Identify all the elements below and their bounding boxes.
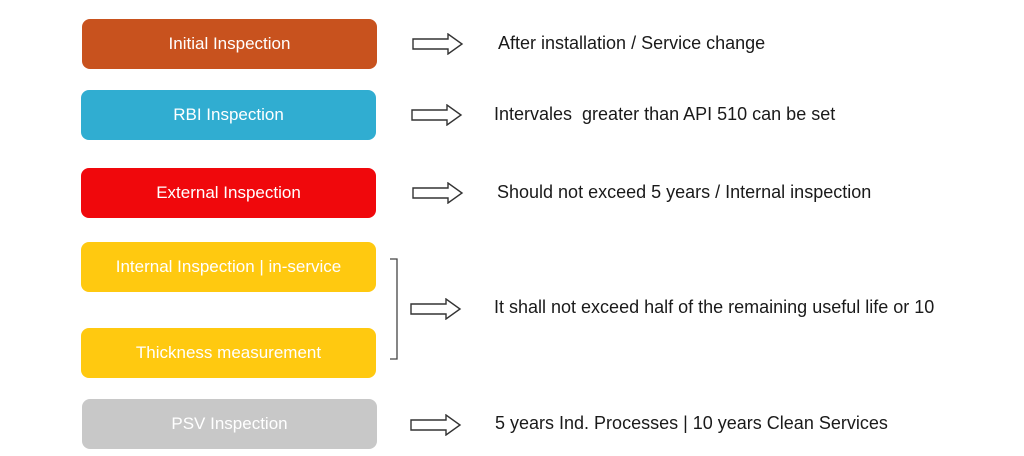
psv-inspection-description: 5 years Ind. Processes | 10 years Clean …	[495, 413, 888, 433]
arrow-right-icon	[410, 298, 462, 320]
group-bracket	[390, 258, 398, 360]
rbi-inspection-description: Intervales greater than API 510 can be s…	[494, 104, 836, 124]
psv-inspection-label: PSV Inspection	[171, 414, 288, 433]
internal-inspection-label: Internal Inspection | in-service	[115, 257, 342, 276]
external-inspection-label: External Inspection	[156, 183, 301, 202]
external-inspection-description: Should not exceed 5 years / Internal ins…	[497, 182, 872, 202]
thickness-measurement-label: Thickness measurement	[135, 343, 322, 362]
internal-inspection-box: Internal Inspection | in-service	[81, 242, 376, 292]
thickness-measurement-box: Thickness measurement	[81, 328, 376, 378]
rbi-inspection-box: RBI Inspection	[81, 90, 376, 140]
initial-inspection-description: After installation / Service change	[498, 33, 766, 53]
initial-inspection-label: Initial Inspection	[168, 34, 291, 53]
arrow-right-icon	[410, 414, 462, 436]
arrow-right-icon	[412, 33, 464, 55]
grouped-description: It shall not exceed half of the remainin…	[494, 297, 935, 317]
psv-inspection-box: PSV Inspection	[82, 399, 377, 449]
external-inspection-box: External Inspection	[81, 168, 376, 218]
arrow-right-icon	[411, 104, 463, 126]
initial-inspection-box: Initial Inspection	[82, 19, 377, 69]
rbi-inspection-label: RBI Inspection	[173, 105, 284, 124]
arrow-right-icon	[412, 182, 464, 204]
